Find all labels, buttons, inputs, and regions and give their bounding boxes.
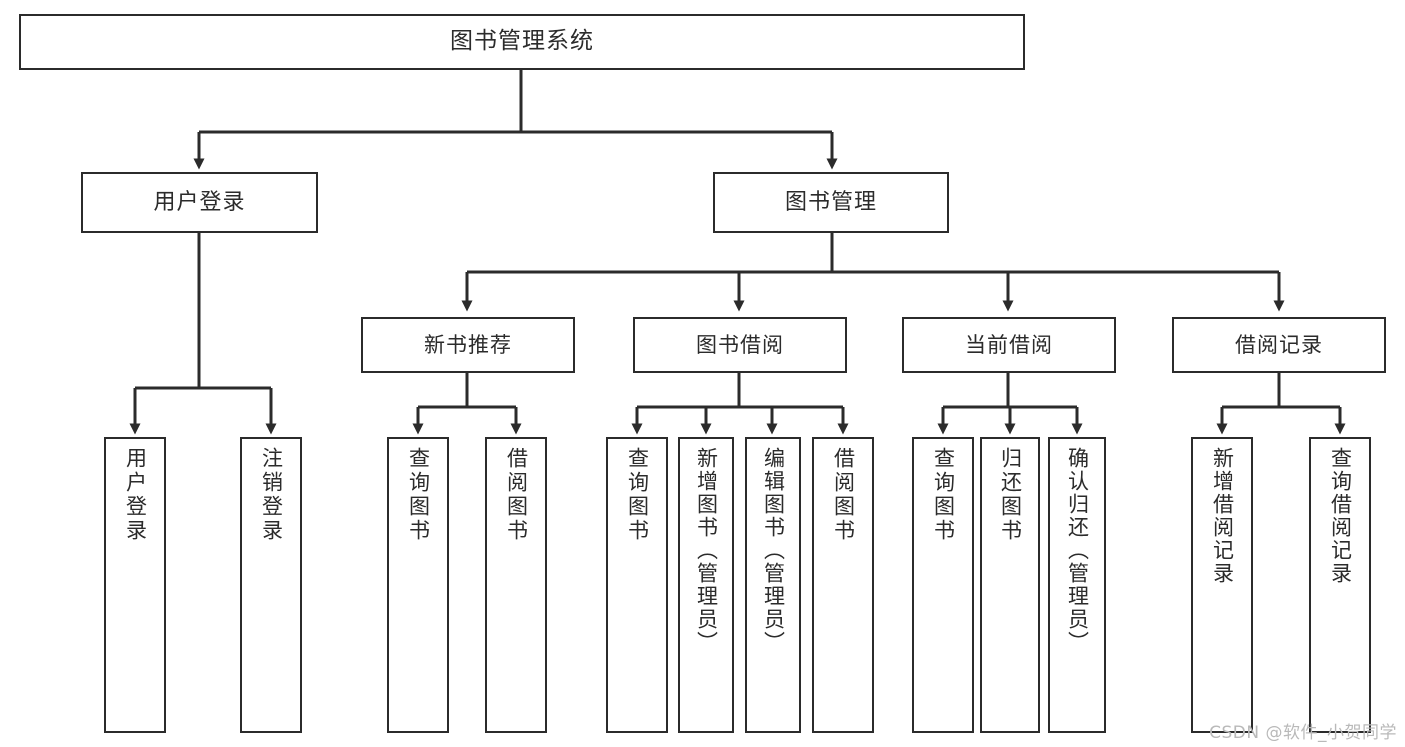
leaf-edit-book-admin[interactable]: 编辑图书（管理员） — [745, 437, 801, 733]
leaf-logout-login[interactable]: 注销登录 — [240, 437, 302, 733]
leaf-query-borrow-record[interactable]: 查询借阅记录 — [1309, 437, 1371, 733]
node-book-borrow[interactable]: 图书借阅 — [633, 317, 847, 373]
node-label: 查询图书 — [406, 447, 431, 543]
leaf-borrow-book[interactable]: 借阅图书 — [812, 437, 874, 733]
node-label: 用户登录 — [123, 447, 148, 543]
node-user-login[interactable]: 用户登录 — [81, 172, 318, 233]
leaf-add-book-admin[interactable]: 新增图书（管理员） — [678, 437, 734, 733]
node-label: 借阅图书 — [831, 447, 856, 543]
node-label: 注销登录 — [259, 447, 284, 543]
node-label: 新增借阅记录 — [1210, 447, 1235, 585]
node-label: 图书管理系统 — [450, 28, 594, 55]
node-label: 查询图书 — [931, 447, 956, 543]
node-label: 新书推荐 — [424, 332, 512, 357]
node-borrow-record[interactable]: 借阅记录 — [1172, 317, 1386, 373]
leaf-user-login[interactable]: 用户登录 — [104, 437, 166, 733]
node-label: 用户登录 — [153, 189, 246, 215]
leaf-query-book-current[interactable]: 查询图书 — [912, 437, 974, 733]
node-label: 图书借阅 — [696, 332, 784, 357]
node-label: 借阅图书 — [504, 447, 529, 543]
leaf-add-borrow-record[interactable]: 新增借阅记录 — [1191, 437, 1253, 733]
csdn-watermark: CSDN @软件_小贺同学 — [1209, 723, 1397, 743]
leaf-confirm-return-admin[interactable]: 确认归还（管理员） — [1048, 437, 1106, 733]
node-label: 查询借阅记录 — [1328, 447, 1353, 585]
node-label: 归还图书 — [998, 447, 1023, 543]
node-root-book-management-system[interactable]: 图书管理系统 — [19, 14, 1025, 70]
node-current-borrow[interactable]: 当前借阅 — [902, 317, 1116, 373]
node-new-book-recommend[interactable]: 新书推荐 — [361, 317, 575, 373]
leaf-query-book-recommend[interactable]: 查询图书 — [387, 437, 449, 733]
leaf-borrow-book-recommend[interactable]: 借阅图书 — [485, 437, 547, 733]
node-label: 新增图书（管理员） — [694, 447, 719, 654]
node-label: 当前借阅 — [965, 332, 1053, 357]
node-label: 确认归还（管理员） — [1065, 447, 1090, 654]
node-label: 查询图书 — [625, 447, 650, 543]
node-book-management[interactable]: 图书管理 — [713, 172, 949, 233]
leaf-return-book[interactable]: 归还图书 — [980, 437, 1040, 733]
node-label: 借阅记录 — [1235, 332, 1323, 357]
node-label: 编辑图书（管理员） — [761, 447, 786, 654]
leaf-query-book-borrow[interactable]: 查询图书 — [606, 437, 668, 733]
node-label: 图书管理 — [784, 189, 877, 215]
